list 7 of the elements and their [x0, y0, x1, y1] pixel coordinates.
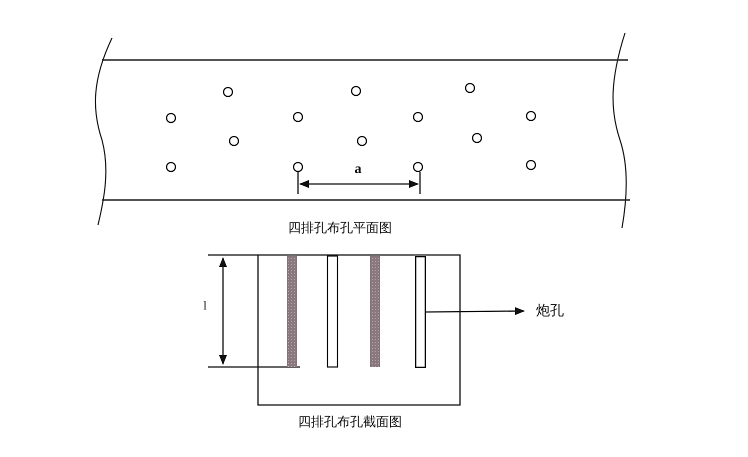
dimension-label: l: [203, 298, 207, 314]
figure-caption: 四排孔布孔平面图: [288, 220, 392, 237]
dimension-label: a: [354, 162, 362, 178]
blast-hole: [415, 256, 426, 368]
arrow: [426, 307, 525, 316]
figure-caption: 四排孔布孔截面图: [298, 414, 402, 431]
callout-label: 炮孔: [530, 300, 570, 322]
